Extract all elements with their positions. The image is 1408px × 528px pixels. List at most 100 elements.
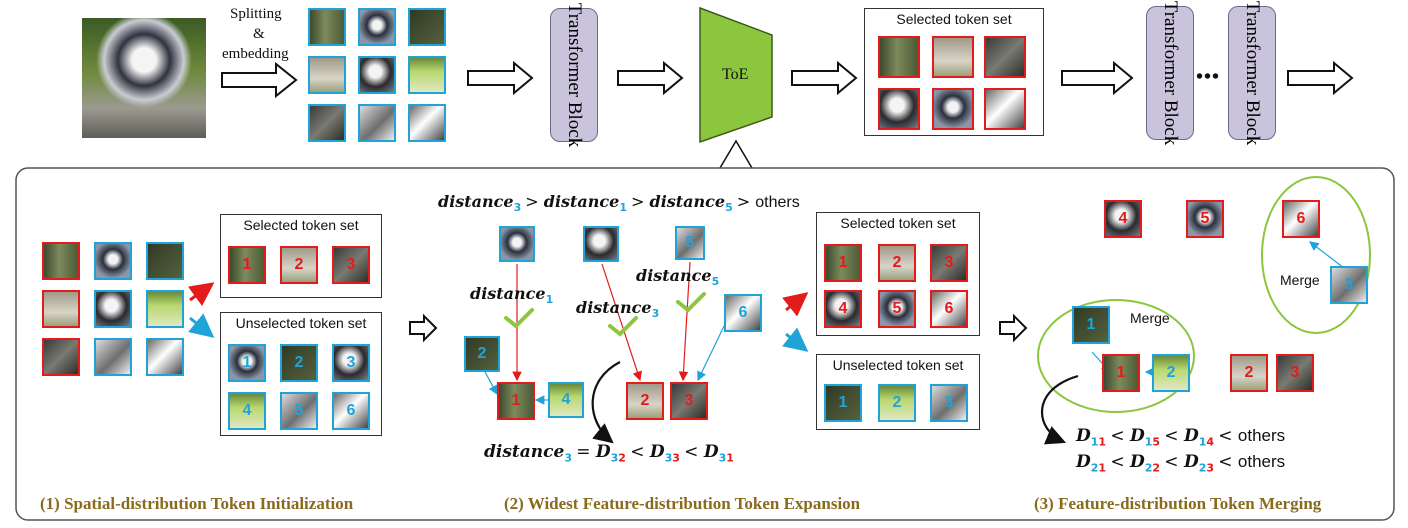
arrow-to-transformer2 — [1061, 60, 1134, 96]
stage1-unselected-token: 1 — [228, 344, 266, 382]
stage1-token — [146, 290, 184, 328]
stage2-caption: (2) Widest Feature-distribution Token Ex… — [504, 494, 861, 513]
stage1-token — [42, 338, 80, 376]
top-selected-token — [932, 36, 974, 78]
arrow-out — [1287, 60, 1354, 96]
stage1-selected-token: 3 — [332, 246, 370, 284]
stage2-selected-token: 4 — [824, 290, 862, 328]
candidate-token-1 — [583, 226, 619, 262]
detail-panel — [15, 167, 1395, 521]
transformer-block-1: Transformer Block — [550, 3, 598, 147]
top-token — [308, 104, 346, 142]
stage1-unselected-token: 6 — [332, 392, 370, 430]
top-flow-arrows — [221, 60, 1354, 343]
selected-token-1: 1 — [497, 382, 535, 420]
stage1-selected-token: 2 — [280, 246, 318, 284]
top-selected-token — [932, 88, 974, 130]
merge-label-left: Merge — [1130, 310, 1170, 326]
top-token — [308, 8, 346, 46]
arrow-split — [221, 61, 298, 99]
merge-token-1: 1 — [1072, 306, 1110, 344]
transformer-label: Transformer Block — [1242, 0, 1263, 146]
top-selected-token — [984, 36, 1026, 78]
top-selected-token — [878, 36, 920, 78]
stage1-caption: (1) Spatial-distribution Token Initializ… — [40, 494, 354, 513]
stage3-token: 4 — [1104, 200, 1142, 238]
distance-equation: distance3 = D32 < D33 < D31 — [484, 442, 734, 465]
top-token — [358, 56, 396, 94]
transformer-label: Transformer Block — [1160, 0, 1181, 146]
stage2-selected-token: 1 — [824, 244, 862, 282]
top-token — [308, 56, 346, 94]
ellipsis: ••• — [1196, 66, 1221, 88]
arrow-to-toe — [617, 60, 684, 96]
check-marks — [504, 292, 706, 337]
stage1-unselected-token: 3 — [332, 344, 370, 382]
candidate-token-4: 4 — [548, 382, 584, 418]
label-distance5: distance5 — [636, 266, 720, 289]
stage3-token: 3 — [1330, 266, 1368, 304]
selected-token-3: 3 — [670, 382, 708, 420]
stage1-token — [42, 290, 80, 328]
candidate-token-6: 6 — [724, 294, 762, 332]
stage1-unselected-title: Unselected token set — [235, 315, 367, 331]
stage2-unselected-token: 1 — [824, 384, 862, 422]
top-selected-token — [878, 88, 920, 130]
merge-inequality-1: D11 < D15 < D14 < others — [1076, 426, 1286, 449]
arrow-stage2-3 — [999, 313, 1028, 343]
transformer-block-3: Transformer Block — [1228, 1, 1276, 145]
toe-label: ToE — [722, 66, 749, 83]
expand-pointer — [719, 139, 753, 169]
arrow-to-selected — [791, 60, 858, 96]
top-selected-token — [984, 88, 1026, 130]
stage1-token — [146, 338, 184, 376]
split-label-1: Splitting — [230, 6, 282, 22]
split-label-3: embedding — [222, 46, 289, 62]
stage1-token — [94, 290, 132, 328]
stage2-unselected-token: 2 — [878, 384, 916, 422]
arrow-stage1-2 — [409, 313, 438, 343]
stage2-selected-title: Selected token set — [840, 215, 956, 231]
selected-token-2: 2 — [626, 382, 664, 420]
top-token — [408, 8, 446, 46]
stage1-unselected-token: 2 — [280, 344, 318, 382]
stage2-selected-token: 3 — [930, 244, 968, 282]
merge-token-2: 2 — [1152, 354, 1190, 392]
stage3-caption: (3) Feature-distribution Token Merging — [1034, 494, 1322, 513]
transformer-block-2: Transformer Block — [1146, 1, 1194, 145]
split-label-2: & — [253, 26, 265, 42]
stage1-unselected-token: 5 — [280, 392, 318, 430]
stage2-unselected-title: Unselected token set — [832, 357, 964, 373]
stage3-token-2: 2 — [1230, 354, 1268, 392]
candidate-token-2: 2 — [464, 336, 500, 372]
top-token — [408, 104, 446, 142]
transformer-label: Transformer Block — [564, 2, 585, 148]
candidate-token-3 — [499, 226, 535, 262]
candidate-token-5: 5 — [675, 226, 705, 260]
stage1-selected-token: 1 — [228, 246, 266, 284]
stage2-selected-token: 6 — [930, 290, 968, 328]
input-image — [82, 18, 206, 138]
stage1-token — [94, 242, 132, 280]
stage3-token: 6 — [1282, 200, 1320, 238]
top-token — [408, 56, 446, 94]
stage1-token — [146, 242, 184, 280]
label-distance3: distance3 — [576, 298, 660, 321]
arrow-to-transformer — [467, 60, 534, 96]
top-token — [358, 104, 396, 142]
stage1-unselected-token: 4 — [228, 392, 266, 430]
label-distance1: distance1 — [470, 284, 554, 307]
stage1-selected-title: Selected token set — [243, 217, 359, 233]
top-token — [358, 8, 396, 46]
distance-inequality: distance3 > distance1 > distance5 > othe… — [438, 192, 800, 215]
stage2-selected-token: 2 — [878, 244, 916, 282]
stage1-token — [42, 242, 80, 280]
merge-token-red-1: 1 — [1102, 354, 1140, 392]
stage2-unselected-token: 3 — [930, 384, 968, 422]
toe-block — [699, 6, 773, 144]
merge-inequality-2: D21 < D22 < D23 < others — [1076, 452, 1286, 475]
stage3-token: 5 — [1186, 200, 1224, 238]
stage2-selected-token: 5 — [878, 290, 916, 328]
